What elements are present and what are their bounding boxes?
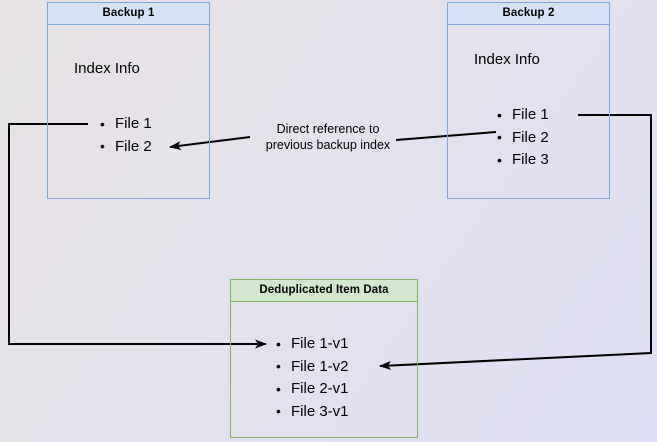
node-deduplicated-item-data-header: Deduplicated Item Data: [231, 280, 417, 302]
node-backup-1-item-list: File 1 File 2: [100, 113, 152, 158]
node-backup-2-header: Backup 2: [448, 3, 609, 25]
node-backup-1-header: Backup 1: [48, 3, 209, 25]
node-backup-2-index-label: Index Info: [474, 51, 540, 68]
list-item: File 1: [497, 104, 549, 127]
node-deduplicated-item-data[interactable]: Deduplicated Item Data: [230, 279, 418, 438]
node-deduplicated-item-list: File 1-v1 File 1-v2 File 2-v1 File 3-v1: [276, 333, 349, 423]
edge-label-direct-reference: Direct reference to previous backup inde…: [265, 122, 391, 152]
node-backup-2-item-list: File 1 File 2 File 3: [497, 104, 549, 172]
list-item: File 2: [497, 126, 549, 150]
list-item: File 2: [100, 135, 152, 159]
list-item: File 1-v1: [276, 333, 349, 356]
list-item: File 2-v1: [276, 378, 349, 401]
node-backup-1-index-label: Index Info: [74, 60, 140, 77]
list-item: File 3: [497, 149, 549, 172]
node-backup-2[interactable]: Backup 2: [447, 2, 610, 199]
list-item: File 1-v2: [276, 355, 349, 379]
list-item: File 3-v1: [276, 400, 349, 424]
list-item: File 1: [100, 113, 152, 136]
node-backup-1[interactable]: Backup 1: [47, 2, 210, 199]
